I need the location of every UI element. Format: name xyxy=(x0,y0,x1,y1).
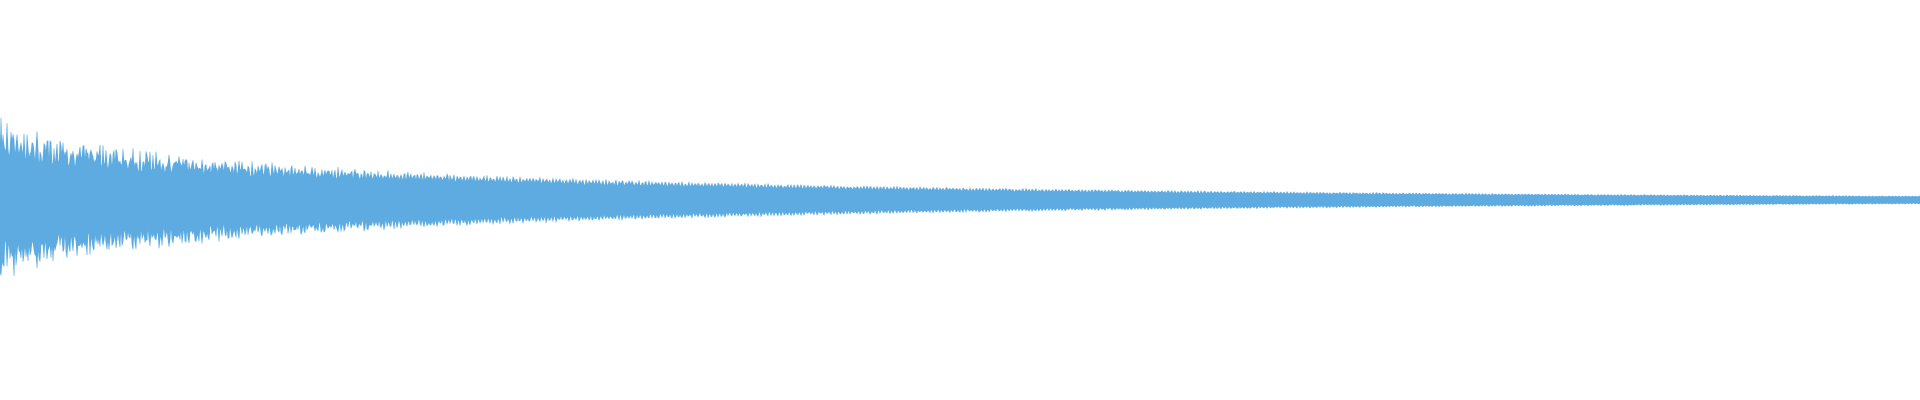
waveform-peaks xyxy=(0,117,1920,277)
